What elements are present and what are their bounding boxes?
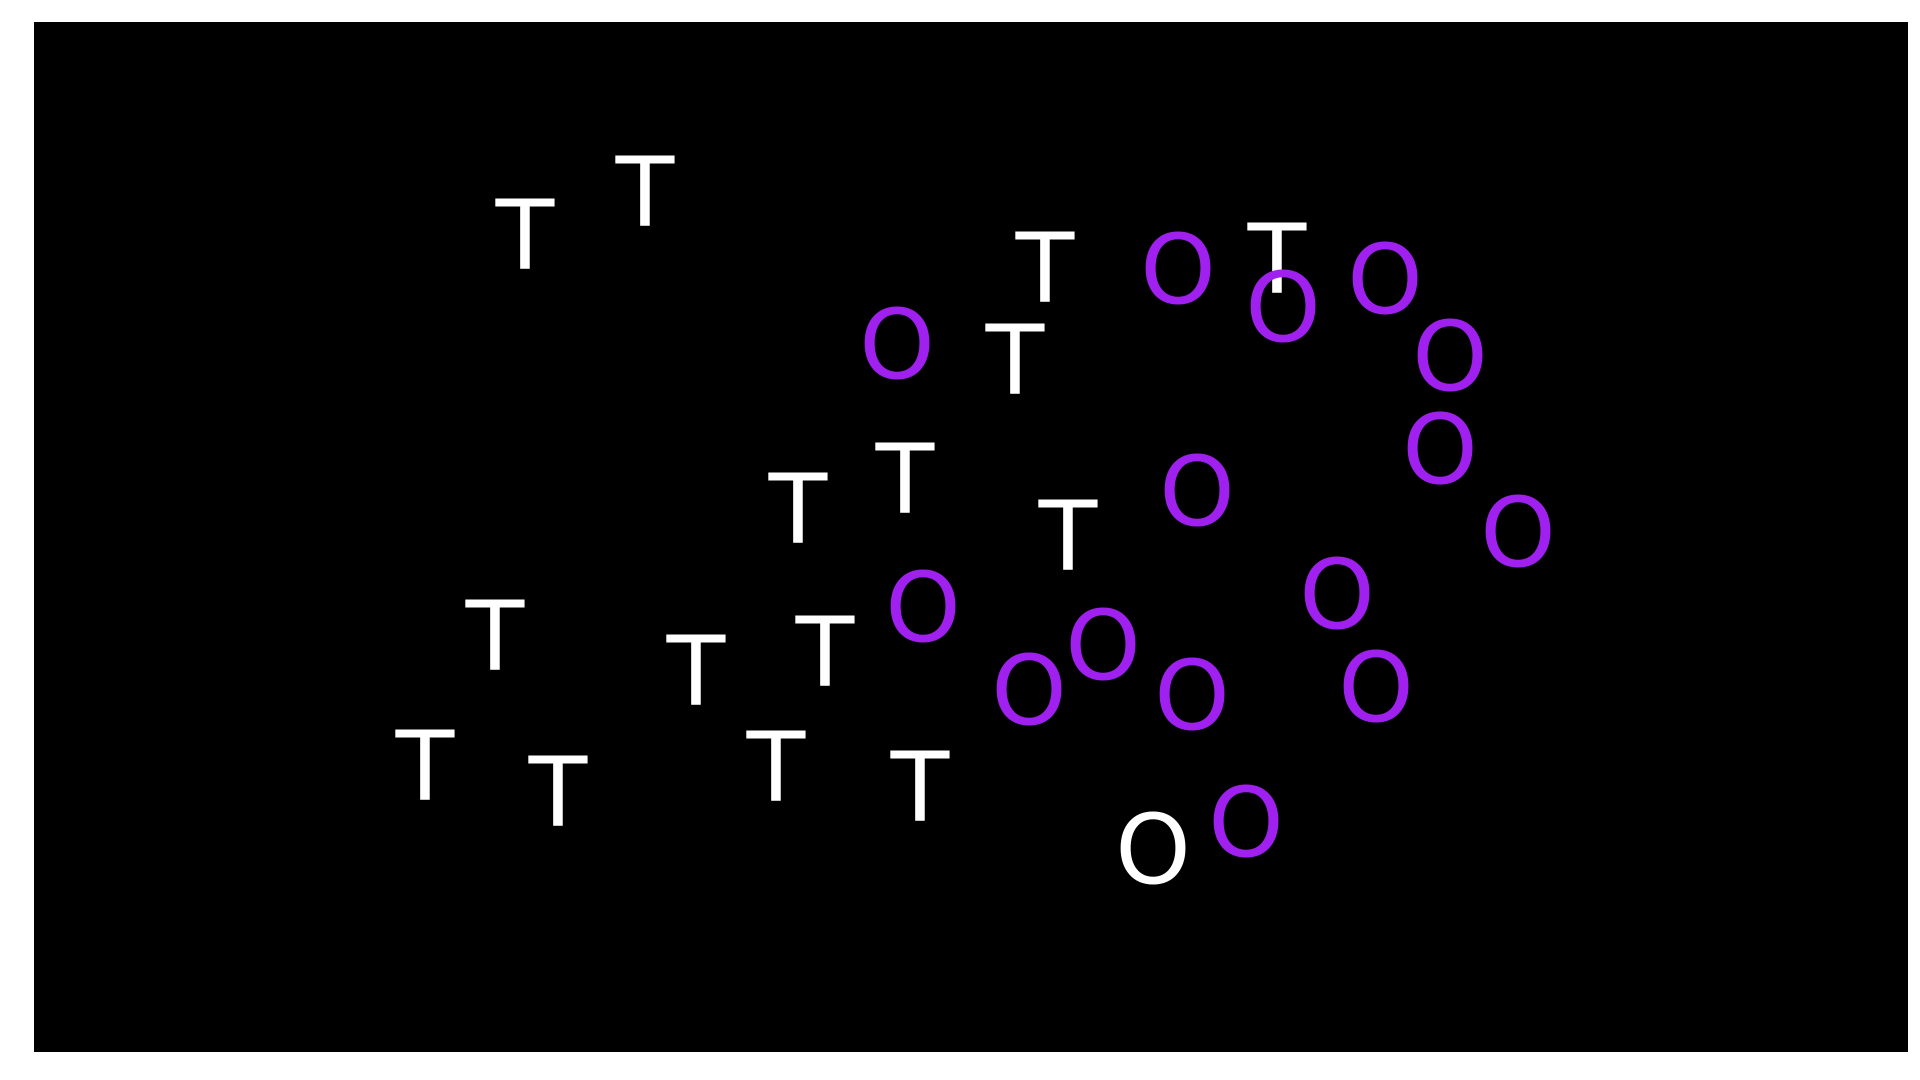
- letter-o: O: [1402, 394, 1478, 506]
- letter-t: T: [1015, 213, 1075, 325]
- letter-o: O: [1245, 252, 1321, 364]
- letter-o: O: [1154, 640, 1230, 752]
- display-canvas: T T T T T T T T T T T T T T T O O O O O …: [34, 22, 1908, 1052]
- letter-o: O: [1140, 214, 1216, 326]
- letter-o: O: [1412, 301, 1488, 413]
- letter-o: O: [1299, 539, 1375, 651]
- letter-t: T: [615, 137, 675, 249]
- letter-o: O: [1338, 632, 1414, 744]
- letter-t: T: [528, 737, 588, 849]
- letter-t: T: [1247, 204, 1307, 316]
- letter-t: T: [875, 424, 935, 536]
- letter-t: T: [746, 712, 806, 824]
- letter-t: T: [495, 180, 555, 292]
- letter-o: O: [1159, 436, 1235, 548]
- letter-o: O: [885, 552, 961, 664]
- letter-o: O: [991, 635, 1067, 747]
- letter-t: T: [1038, 481, 1098, 593]
- letter-t: T: [890, 732, 950, 844]
- letter-t: T: [768, 454, 828, 566]
- letter-o: O: [1347, 224, 1423, 336]
- letter-o: O: [1065, 590, 1141, 702]
- letter-t: T: [795, 597, 855, 709]
- letter-o: O: [1208, 767, 1284, 879]
- letter-o: O: [859, 289, 935, 401]
- odd-letter-o: O: [1115, 794, 1191, 906]
- letter-t: T: [985, 305, 1045, 417]
- letter-o: O: [1480, 477, 1556, 589]
- letter-t: T: [465, 581, 525, 693]
- letter-t: T: [395, 711, 455, 823]
- letter-t: T: [666, 616, 726, 728]
